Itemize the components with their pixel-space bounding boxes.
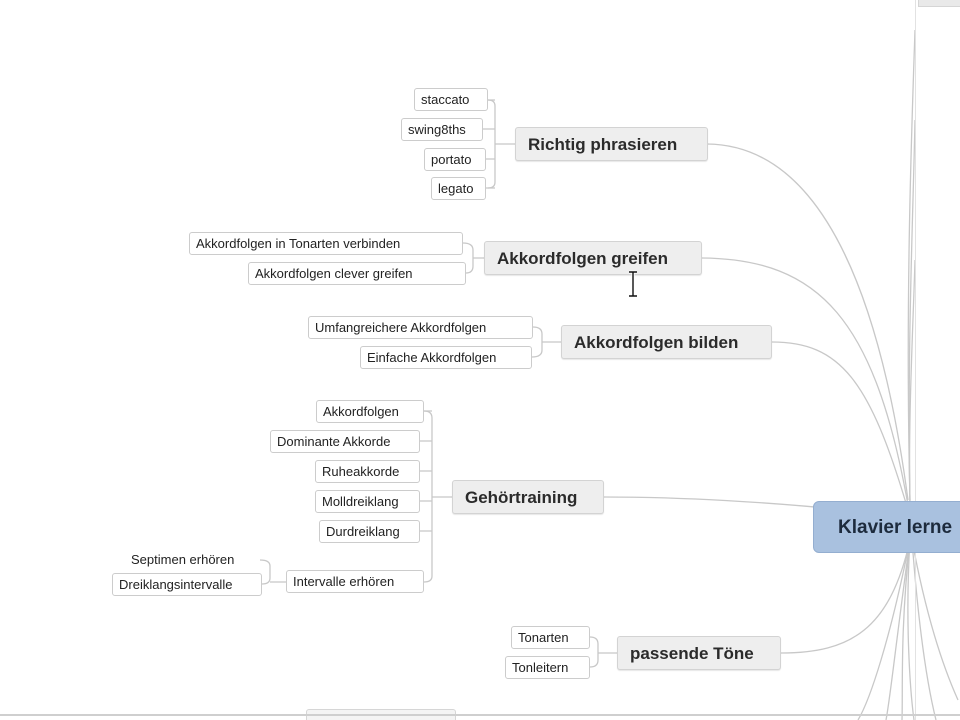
leaf-durdreiklang[interactable]: Durdreiklang xyxy=(319,520,420,543)
leaf-dominante-akkorde[interactable]: Dominante Akkorde xyxy=(270,430,420,453)
leaf-label: Intervalle erhören xyxy=(293,574,395,589)
topic-label: Gehörtraining xyxy=(465,488,578,507)
connector-root-offscreen-5 xyxy=(857,539,911,720)
connector-toene-bracket xyxy=(589,636,599,668)
leaf-einfache-akkordfolgen[interactable]: Einfache Akkordfolgen xyxy=(360,346,532,369)
topic-akkordfolgen-greifen[interactable]: Akkordfolgen greifen xyxy=(484,241,702,275)
connector-root-offscreen-6 xyxy=(885,539,911,720)
leaf-label: Ruheakkorde xyxy=(322,464,400,479)
leaf-swing8ths[interactable]: swing8ths xyxy=(401,118,483,141)
leaf-label: Akkordfolgen clever greifen xyxy=(255,266,413,281)
leaf-label: Akkordfolgen in Tonarten verbinden xyxy=(196,236,401,251)
topic-passende-toene[interactable]: passende Töne xyxy=(617,636,781,670)
leaf-label: Dominante Akkorde xyxy=(277,434,391,449)
leaf-molldreiklang[interactable]: Molldreiklang xyxy=(315,490,420,513)
leaf-tonleitern[interactable]: Tonleitern xyxy=(505,656,590,679)
topic-label: passende Töne xyxy=(630,644,754,663)
connector-root-offscreen-4 xyxy=(907,539,915,720)
leaf-label: legato xyxy=(438,181,474,196)
topic-gehoertraining[interactable]: Gehörtraining xyxy=(452,480,604,514)
leaf-label: Durdreiklang xyxy=(326,524,400,539)
connector-root-akkordfolgen-bilden xyxy=(771,341,909,511)
bottom-divider xyxy=(0,714,960,716)
connector-root-akkordfolgen-greifen xyxy=(701,257,909,506)
leaf-legato[interactable]: legato xyxy=(431,177,486,200)
leaf-portato[interactable]: portato xyxy=(424,148,486,171)
topic-richtig-phrasieren[interactable]: Richtig phrasieren xyxy=(515,127,708,161)
connector-root-offscreen-9 xyxy=(911,539,959,701)
leaf-label: Umfangreichere Akkordfolgen xyxy=(315,320,487,335)
connector-phrasieren-bracket xyxy=(487,99,496,189)
leaf-tonarten[interactable]: Tonarten xyxy=(511,626,590,649)
text-cursor-icon xyxy=(629,270,637,298)
connector-intervalle-bracket xyxy=(259,559,271,585)
topic-akkordfolgen-bilden[interactable]: Akkordfolgen bilden xyxy=(561,325,772,359)
connector-bilden-bracket xyxy=(531,326,543,358)
topic-label: Akkordfolgen bilden xyxy=(574,333,739,352)
leaf-label: portato xyxy=(431,152,472,167)
topic-label: Richtig phrasieren xyxy=(528,135,678,154)
leaf-staccato[interactable]: staccato xyxy=(414,88,488,111)
leaf-septimen-erhoeren[interactable]: Septimen erhören xyxy=(131,550,261,570)
leaf-akkordfolgen[interactable]: Akkordfolgen xyxy=(316,400,424,423)
right-panel-edge xyxy=(915,0,916,720)
leaf-label: Tonleitern xyxy=(512,660,569,675)
connector-root-offscreen-7 xyxy=(901,539,911,720)
connector-root-passende-toene xyxy=(780,539,911,654)
connector-root-richtig-phrasieren xyxy=(706,143,909,501)
leaf-ruheakkorde[interactable]: Ruheakkorde xyxy=(315,460,420,483)
offscreen-node-stub[interactable] xyxy=(918,0,960,7)
connector-gehoer-bracket xyxy=(423,410,433,583)
leaf-label: Einfache Akkordfolgen xyxy=(367,350,497,365)
leaf-akkordfolgen-in-tonarten-verbinden[interactable]: Akkordfolgen in Tonarten verbinden xyxy=(189,232,463,255)
leaf-label: Dreiklangsintervalle xyxy=(119,577,233,592)
leaf-label: Molldreiklang xyxy=(322,494,399,509)
central-topic[interactable]: Klavier lerne xyxy=(813,501,960,553)
leaf-intervalle-erhoeren[interactable]: Intervalle erhören xyxy=(286,570,424,593)
connector-root-offscreen-8 xyxy=(911,539,937,720)
leaf-dreiklangsintervalle[interactable]: Dreiklangsintervalle xyxy=(112,573,262,596)
leaf-label: staccato xyxy=(421,92,470,107)
leaf-umfangreichere-akkordfolgen[interactable]: Umfangreichere Akkordfolgen xyxy=(308,316,533,339)
leaf-label: Septimen erhören xyxy=(131,552,235,567)
leaf-label: Tonarten xyxy=(518,630,569,645)
leaf-label: swing8ths xyxy=(408,122,466,137)
topic-label: Akkordfolgen greifen xyxy=(497,249,668,268)
leaf-akkordfolgen-clever-greifen[interactable]: Akkordfolgen clever greifen xyxy=(248,262,466,285)
connector-root-offscreen-3 xyxy=(908,259,916,506)
leaf-label: Akkordfolgen xyxy=(323,404,399,419)
central-topic-label: Klavier lerne xyxy=(838,517,953,538)
